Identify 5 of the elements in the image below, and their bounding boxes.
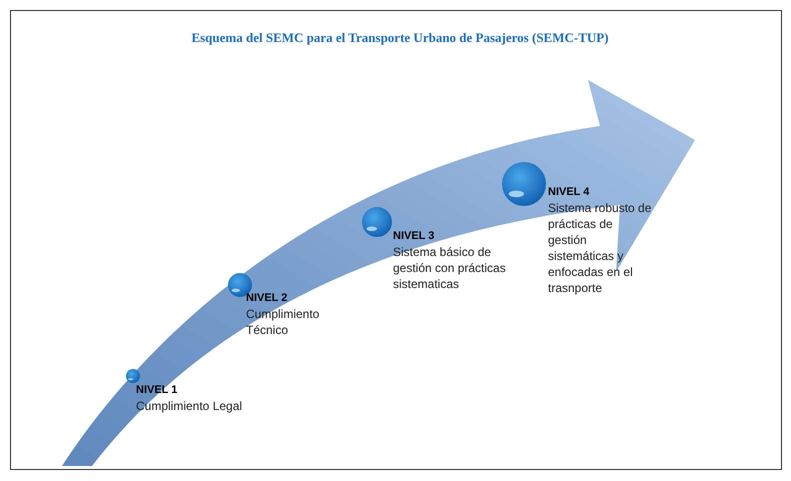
level-description: Sistema robusto de prácticas de gestión sistemáticas y enfocadas en el trasnporte xyxy=(548,200,652,296)
diagram-title: Esquema del SEMC para el Transporte Urbano de Pasajeros (SEMC-TUP) xyxy=(190,29,610,47)
level-heading: NIVEL 3 xyxy=(393,229,436,244)
level-heading: NIVEL 4 xyxy=(548,185,590,200)
level-heading: NIVEL 2 xyxy=(246,291,288,306)
